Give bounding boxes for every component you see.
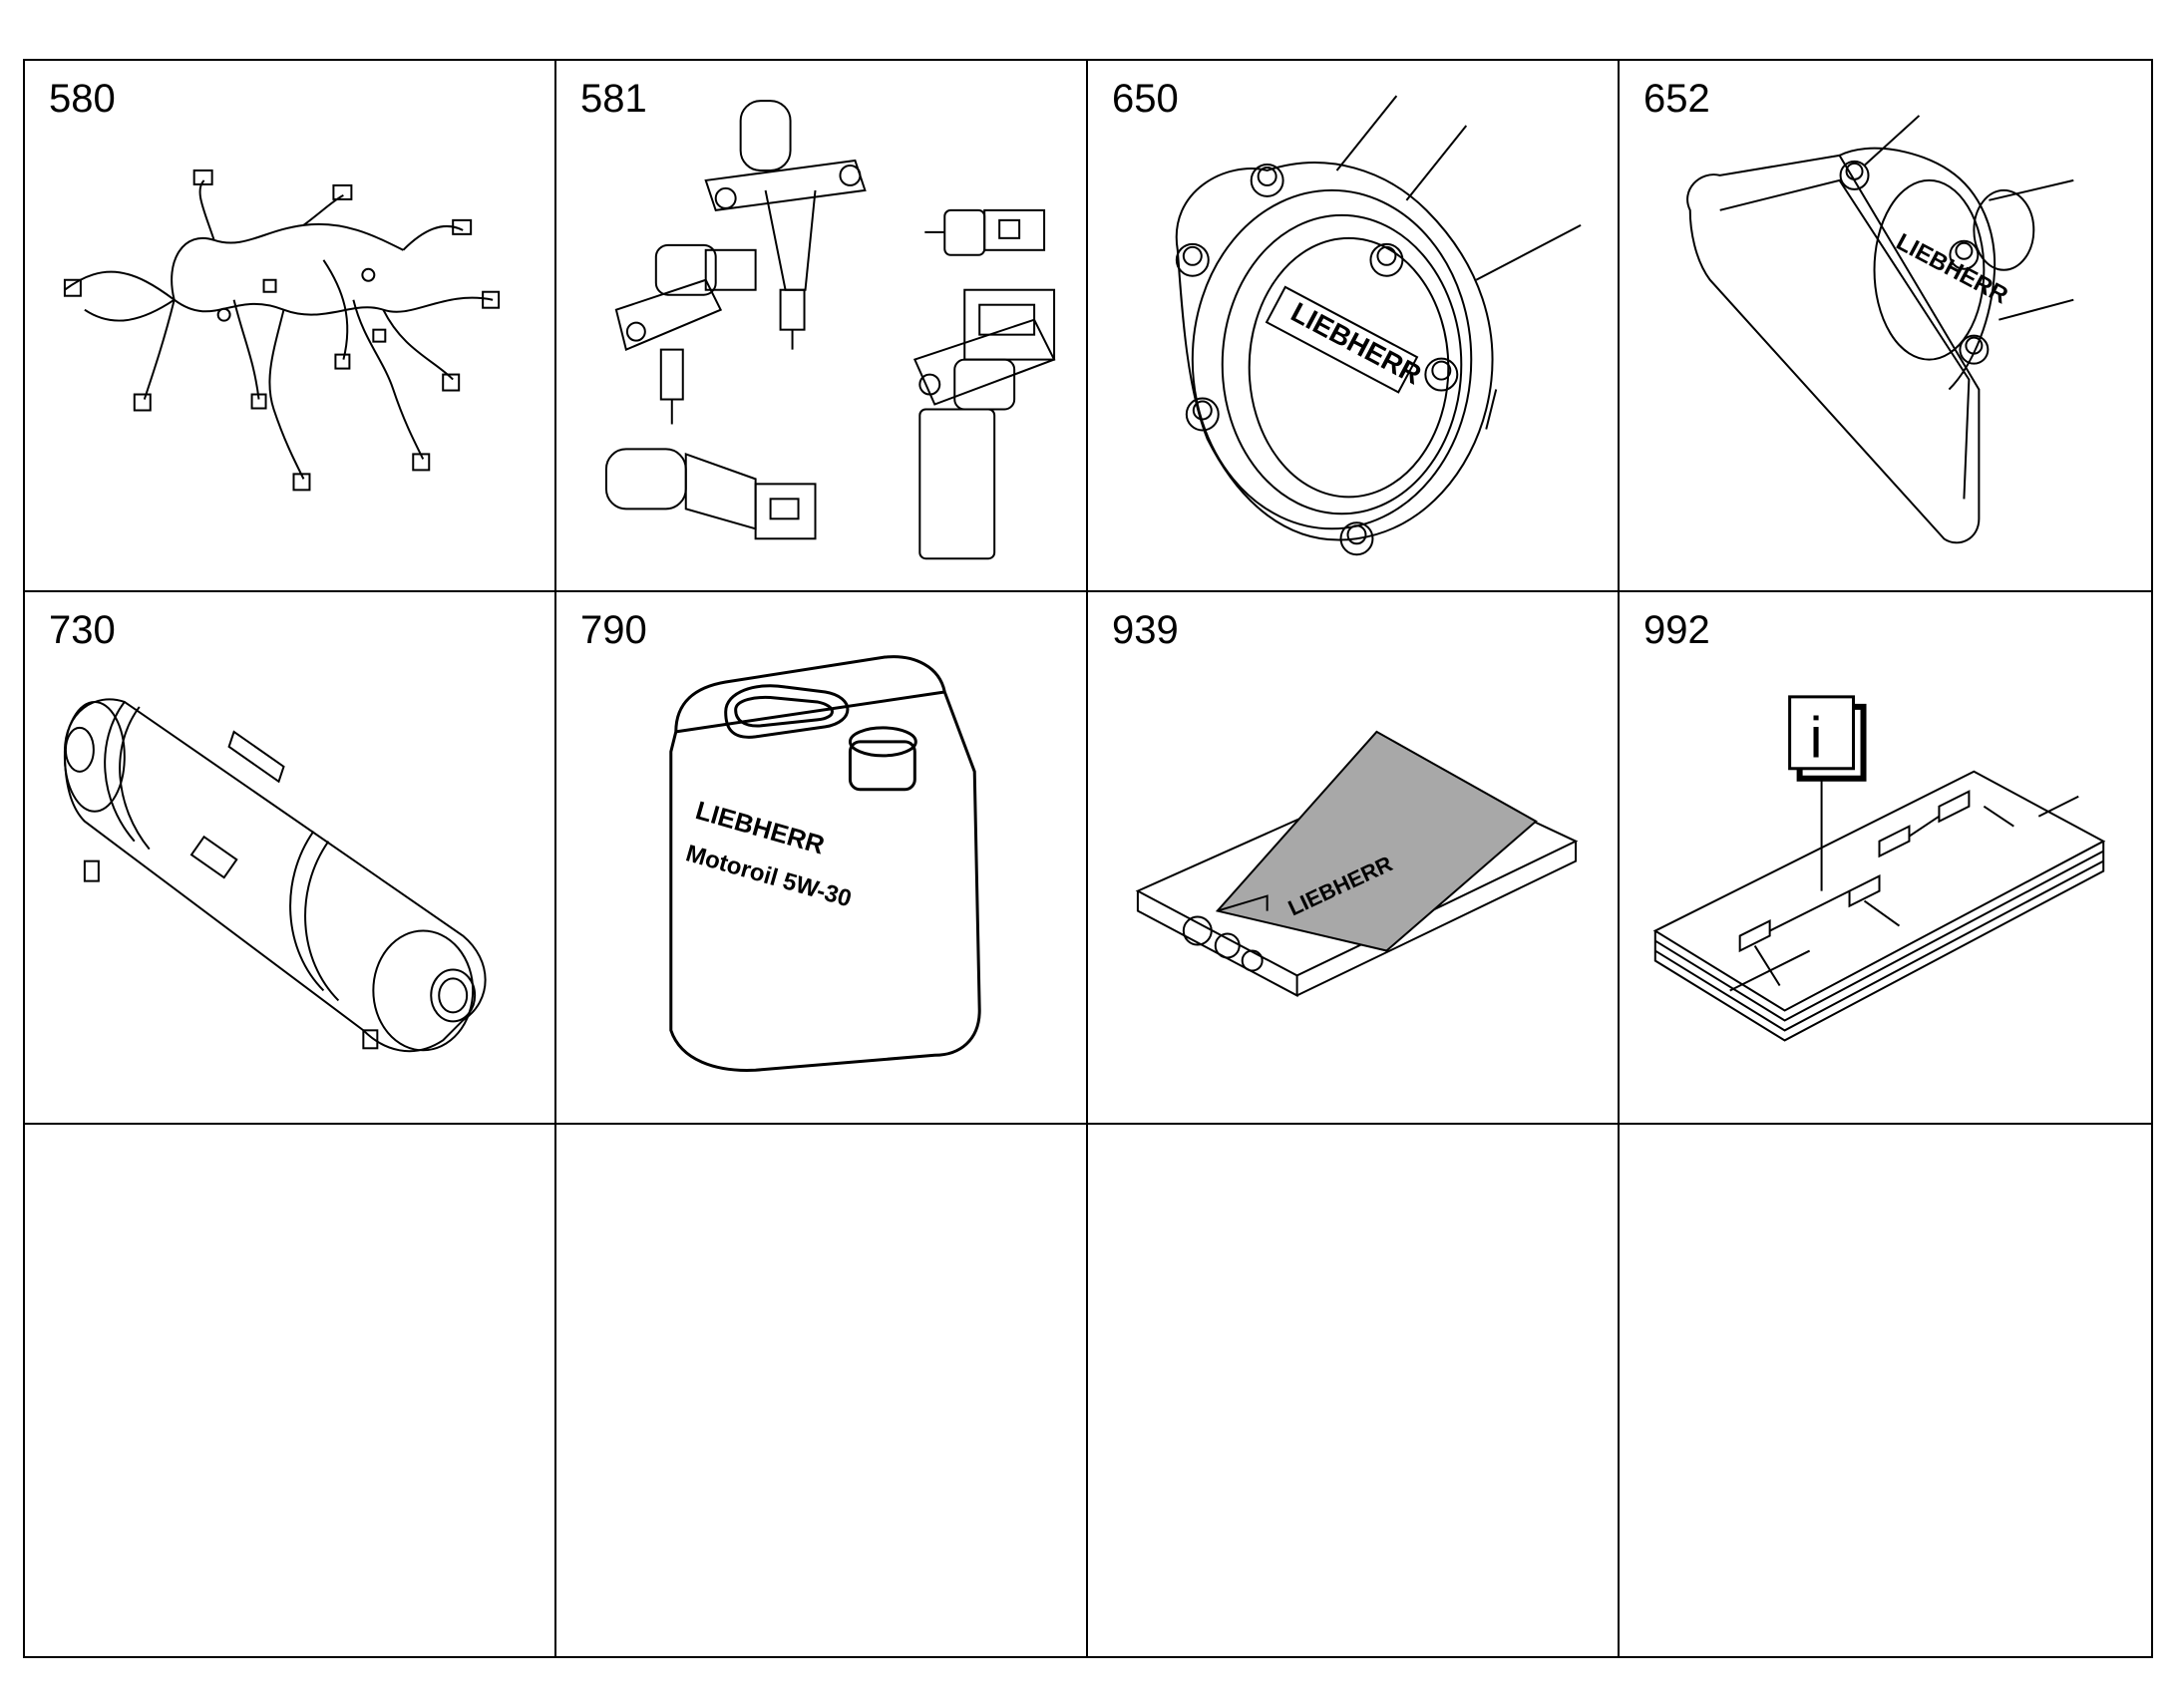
part-cell-580[interactable]: 580 (25, 61, 556, 593)
seal-kit-box-icon: LIEBHERR (1088, 592, 1618, 1122)
part-number: 650 (1112, 77, 1179, 121)
oil-canister-icon: LIEBHERR Motoroil 5W-30 (556, 592, 1086, 1122)
cover-housing-icon: LIEBHERR (1620, 61, 2151, 590)
part-cell-empty (1088, 1124, 1620, 1656)
part-cell-992[interactable]: 992 i (1620, 592, 2151, 1125)
part-number: 992 (1643, 608, 1710, 653)
muffler-icon (25, 592, 554, 1122)
part-cell-empty (1620, 1125, 2151, 1656)
part-cell-empty (556, 1124, 1088, 1656)
part-number: 730 (49, 608, 116, 653)
parts-catalog-grid: 580 (23, 59, 2153, 1658)
part-number: 652 (1643, 77, 1710, 121)
cover-plate-icon: LIEBHERR (1088, 61, 1618, 590)
sensors-icon (556, 61, 1086, 590)
wiring-harness-icon (25, 61, 554, 590)
part-number: 790 (580, 608, 647, 653)
part-cell-730[interactable]: 730 (25, 592, 556, 1125)
part-number: 939 (1112, 608, 1179, 653)
part-cell-652[interactable]: 652 LIEBHERR (1620, 61, 2151, 593)
part-cell-empty (25, 1124, 556, 1656)
info-glyph: i (1810, 706, 1823, 770)
oil-name-label: Motoroil 5W-30 (683, 841, 855, 913)
documentation-icon: i (1620, 592, 2151, 1122)
part-number: 581 (580, 77, 647, 121)
part-cell-939[interactable]: 939 LIEBHERR (1088, 592, 1620, 1125)
part-cell-581[interactable]: 581 (556, 61, 1088, 593)
part-number: 580 (49, 77, 116, 121)
part-cell-790[interactable]: 790 LIEBHERR Motoroil 5W-30 (556, 592, 1088, 1125)
part-cell-650[interactable]: 650 LIEBHERR (1088, 61, 1620, 593)
